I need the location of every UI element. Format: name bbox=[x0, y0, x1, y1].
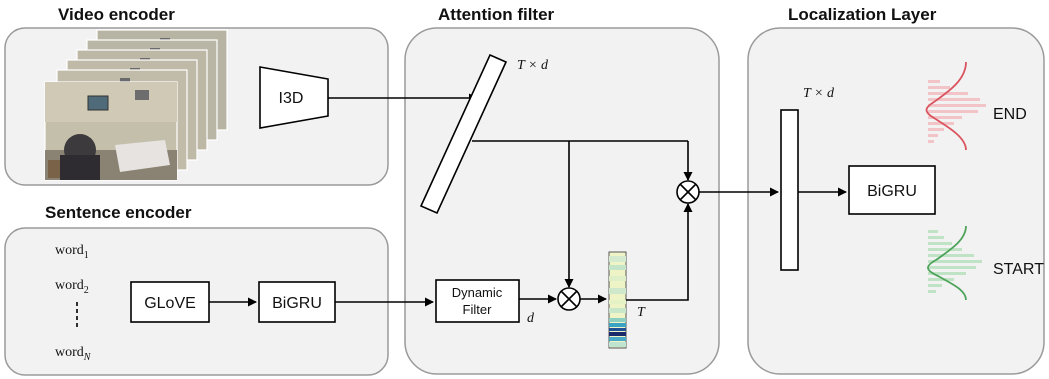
attention-filter-heading: Attention filter bbox=[438, 5, 555, 24]
start-distribution-curve bbox=[927, 225, 967, 301]
localization-feature-bar bbox=[780, 109, 799, 271]
start-label: START bbox=[993, 261, 1044, 278]
end-distribution-curve bbox=[925, 61, 967, 151]
sentence-encoder-heading: Sentence encoder bbox=[45, 203, 192, 222]
glove-label: GLoVE bbox=[144, 295, 196, 312]
word-token-2: word2 bbox=[55, 278, 89, 296]
localization-feature-size-label: T × d bbox=[803, 86, 835, 101]
attention-to-output-multiply-arrow bbox=[626, 203, 693, 301]
video-encoder-heading: Video encoder bbox=[58, 5, 175, 24]
output-multiply-operator bbox=[676, 180, 700, 204]
i3d-label: I3D bbox=[279, 90, 304, 107]
video-frames-stack bbox=[44, 29, 228, 181]
multiply-operator bbox=[557, 287, 581, 311]
word-list: word1 word2 wordN bbox=[55, 243, 92, 363]
dynamic-filter-block bbox=[435, 279, 520, 323]
localization-bigru-label: BiGRU bbox=[867, 183, 917, 200]
attention-weights-bar bbox=[608, 251, 627, 349]
dynamic-filter-label-line2: Filter bbox=[463, 302, 493, 317]
localization-layer-heading: Localization Layer bbox=[788, 5, 937, 24]
glove-block bbox=[130, 281, 210, 323]
word-token-1: word1 bbox=[55, 243, 89, 261]
filter-dim-label: d bbox=[527, 311, 535, 326]
video-frame-front bbox=[44, 81, 178, 181]
end-distribution-histogram bbox=[925, 61, 986, 151]
sentence-bigru-label: BiGRU bbox=[272, 295, 322, 312]
video-feature-size-label: T × d bbox=[517, 58, 549, 73]
word-token-n: wordN bbox=[55, 345, 92, 363]
dynamic-filter-label-line1: Dynamic bbox=[452, 285, 503, 300]
end-label: END bbox=[993, 106, 1027, 123]
video-feature-bar bbox=[419, 53, 508, 215]
localization-bigru-block bbox=[848, 165, 936, 215]
attention-time-label: T bbox=[637, 305, 646, 320]
i3d-block bbox=[259, 66, 329, 129]
start-distribution-histogram bbox=[927, 225, 982, 301]
